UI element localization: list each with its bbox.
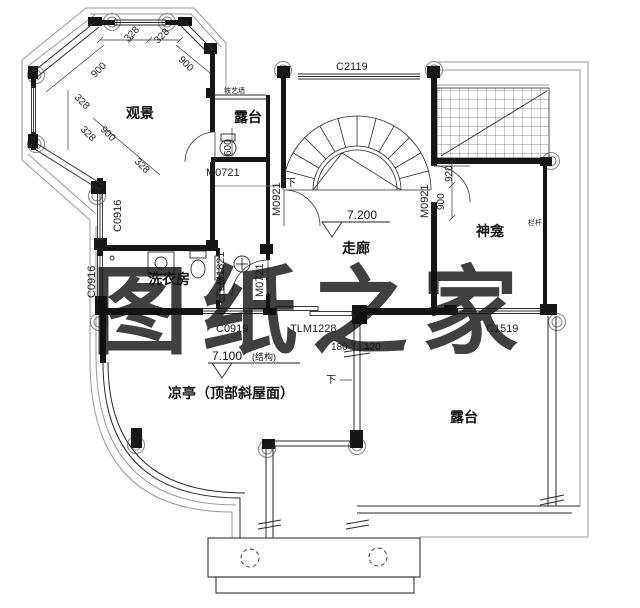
outer-boundary — [21, 7, 589, 538]
sloped-roof-hatch — [436, 87, 550, 159]
dim-900-tr: 900 — [176, 54, 196, 74]
door-label-tlm1821: TLM1821 — [215, 252, 227, 298]
window-label-c0916-lower: C0916 — [86, 266, 98, 298]
fixtures — [109, 133, 251, 279]
room-label-laundry: 洗衣房 — [148, 271, 190, 287]
dim-600: 600 — [223, 139, 234, 156]
dim-328-top-1: 328 — [122, 24, 142, 44]
floor-drain — [109, 255, 115, 261]
window-label-c0916-upper: C0916 — [112, 200, 124, 232]
elevation-markers — [208, 221, 390, 379]
level-pavilion: 7.100 — [212, 349, 242, 363]
level-corridor: 7.200 — [347, 208, 377, 222]
column-below-dashed — [240, 548, 260, 568]
windows — [31, 19, 540, 316]
room-label-pavilion: 凉亭（顶部斜屋面） — [168, 385, 294, 401]
toilet — [189, 250, 207, 279]
door-label-m0921-right: M0921 — [419, 184, 431, 218]
window-c1519-sym — [458, 308, 540, 314]
sliding-door-tlm1228 — [275, 306, 353, 316]
fan-staircase — [282, 115, 432, 191]
room-label-observation: 观景 — [126, 105, 154, 121]
dim-328-left-1: 328 — [72, 92, 92, 112]
labels: 观景 露台 走廊 神龛 洗衣房 凉亭（顶部斜屋面） 露台 7.200 7.100… — [72, 24, 542, 425]
window-c0916-upper — [97, 192, 103, 240]
room-label-corridor: 走廊 — [342, 240, 370, 256]
dimension-lines — [45, 36, 456, 381]
window-label-c0919: C0919 — [216, 323, 248, 335]
column-below-dashed — [368, 547, 388, 567]
door-m0921-left — [283, 189, 321, 227]
doors — [184, 131, 471, 297]
dim-900-tl: 900 — [89, 60, 109, 80]
level-pavilion-suffix: (结构) — [252, 351, 276, 362]
room-label-terrace-small: 露台 — [234, 109, 262, 125]
dim-120: 120 — [364, 342, 381, 353]
dim-900-bl: 900 — [98, 124, 118, 144]
door-label-m0721-terrace: M0721 — [206, 167, 240, 179]
dim-920: 920 — [444, 165, 455, 182]
note-down-stair: 下 — [286, 178, 296, 189]
walls — [28, 17, 557, 449]
watermark-text: 图纸之家 — [92, 255, 532, 368]
room-label-shrine: 神龛 — [476, 223, 505, 239]
window-octagon-top — [114, 19, 166, 26]
dim-328-left-2: 328 — [78, 124, 98, 144]
door-m0721-terrace — [184, 131, 216, 163]
window-c0916-lower — [97, 256, 103, 300]
washing-machine — [147, 251, 175, 275]
entrance-steps — [207, 537, 421, 594]
dim-328-top-2: 328 — [152, 26, 172, 46]
note-railing: 栏杆 — [528, 218, 542, 227]
window-c2119-sym — [298, 73, 420, 80]
note-down-pavilion: 下 — [326, 375, 336, 386]
dim-900-shrine: 900 — [436, 193, 447, 210]
thin-walls — [32, 21, 580, 538]
dim-180: 180 — [331, 342, 348, 353]
window-label-c2119: C2119 — [336, 61, 368, 73]
column-circle — [547, 312, 567, 332]
window-label-c1519: C1519 — [486, 323, 518, 335]
door-label-m0921-left: M0921 — [271, 182, 283, 216]
washbasin — [233, 255, 251, 273]
room-label-terrace: 露台 — [450, 409, 478, 425]
door-label-m0721-laundry: M0721 — [254, 263, 266, 297]
door-m0721-laundry — [231, 259, 269, 297]
window-c0919-sym — [203, 308, 263, 314]
sliding-door-tlm1821 — [214, 255, 225, 303]
door-label-tlm1228: TLM1228 — [290, 323, 336, 335]
window-octagon-left — [31, 86, 36, 134]
dim-328-bl: 328 — [132, 156, 152, 176]
note-iron-wall: 铁艺墙 — [224, 86, 245, 95]
terrace-basin — [219, 133, 237, 157]
